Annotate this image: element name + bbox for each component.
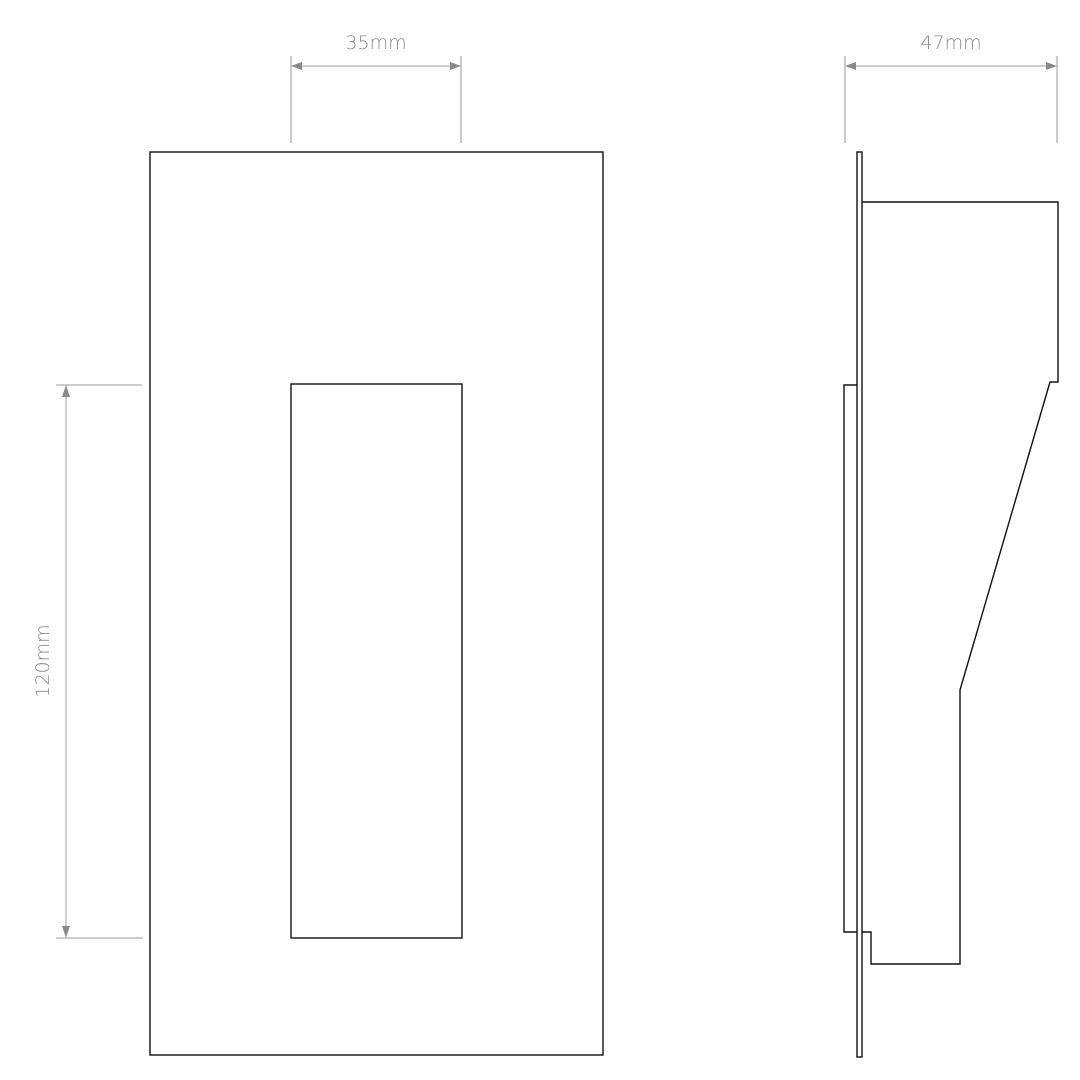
side-plate-outline [856, 151, 863, 1058]
arrow-right-icon [1046, 62, 1057, 70]
depth-dimension: 47mm [844, 32, 1058, 143]
arrow-left-icon [845, 62, 856, 70]
arrow-up-icon [62, 385, 70, 397]
side-body-outline [862, 201, 1059, 965]
front-plate-outline [149, 151, 604, 1056]
width-label: 35mm [345, 32, 406, 54]
side-flange-outline [843, 384, 857, 933]
width-dimension: 35mm [290, 32, 462, 143]
height-dimension: 120mm [32, 384, 143, 939]
side-view [843, 151, 1059, 1058]
arrow-right-icon [450, 62, 461, 70]
front-view [149, 151, 604, 1056]
arrow-left-icon [291, 62, 302, 70]
depth-label: 47mm [920, 32, 981, 54]
arrow-down-icon [62, 926, 70, 938]
front-aperture-outline [290, 383, 463, 939]
height-label: 120mm [32, 624, 54, 697]
